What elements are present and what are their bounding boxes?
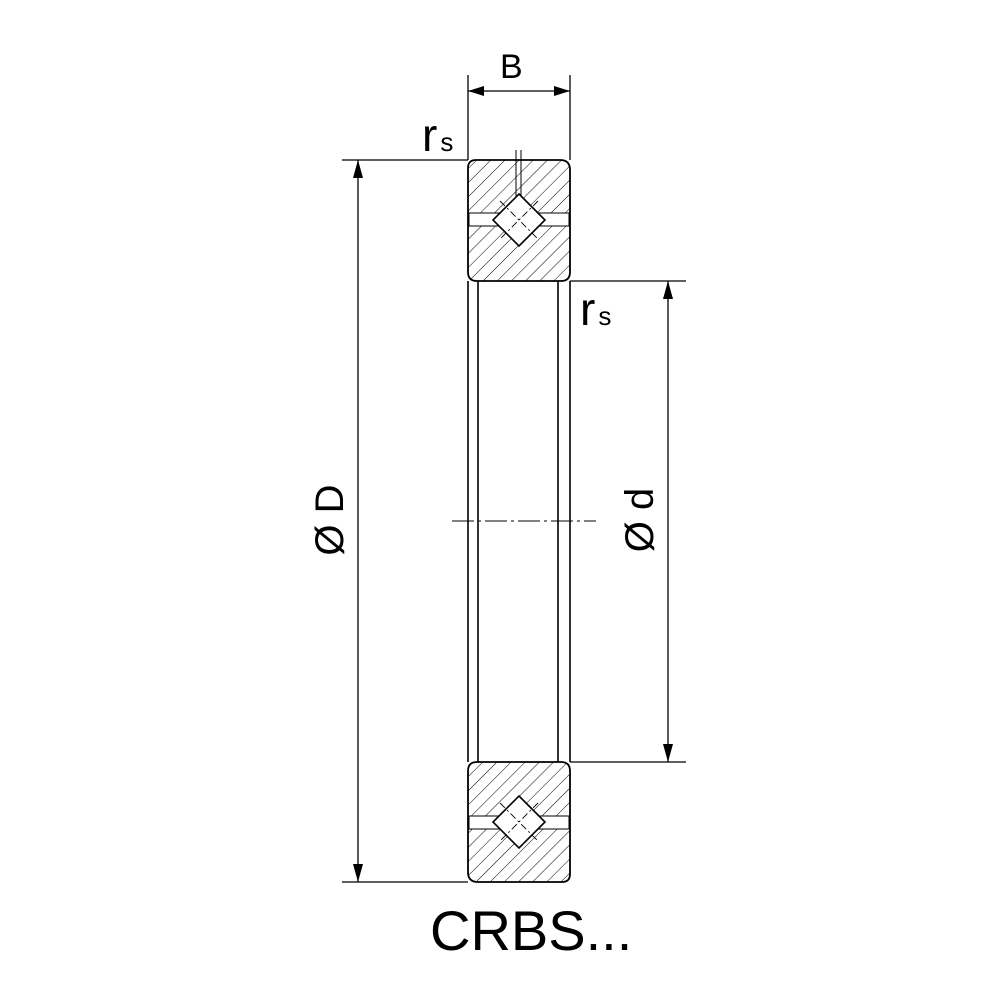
bottom-ring-section	[467, 761, 571, 883]
inner-diameter-label: Ø d	[618, 487, 662, 553]
arrowhead	[353, 160, 363, 178]
arrowhead	[663, 281, 673, 299]
arrowhead	[663, 744, 673, 762]
roller-centerlines	[499, 802, 539, 842]
inner-diameter-dimension	[570, 280, 686, 763]
radius-symbol: r	[580, 283, 596, 335]
width-label: B	[500, 48, 523, 86]
outer-diameter-label: Ø D	[308, 484, 352, 556]
radius-symbol: r	[422, 109, 438, 161]
arrowhead	[554, 86, 570, 96]
width-dimension	[467, 75, 571, 160]
arrowhead	[468, 86, 484, 96]
lube-hole	[515, 150, 522, 196]
outer-diameter-dimension	[342, 159, 468, 883]
radius-subscript: s	[598, 301, 612, 331]
top-ring-section	[467, 150, 571, 282]
series-title: CRBS...	[430, 899, 633, 962]
arrowhead	[353, 864, 363, 882]
radius-subscript: s	[440, 127, 454, 157]
roller-centerlines	[499, 200, 539, 240]
